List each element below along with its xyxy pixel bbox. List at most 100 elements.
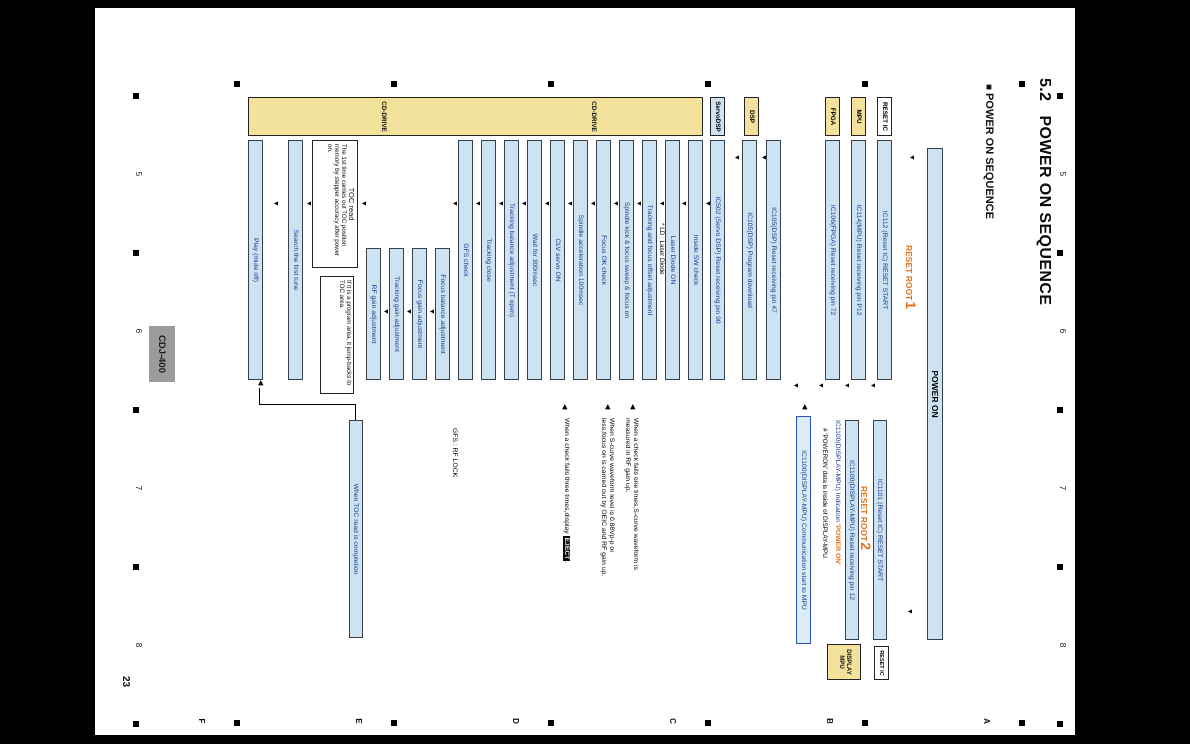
registration-mark	[1019, 81, 1025, 87]
block-title: ■ POWER ON SEQUENCE	[983, 84, 995, 219]
registration-mark	[548, 81, 554, 87]
note-communication-start: IC1100(DISPLAY-MPU) Communication start …	[796, 416, 811, 644]
note-check-fails-once: When a check fails one times,S-curve wav…	[623, 418, 639, 570]
flow-arrow-down-icon: ▼	[680, 200, 687, 207]
program-area-note: If it is a program area, it jump-backs t…	[337, 280, 352, 386]
eject-badge: EJECT	[563, 535, 570, 562]
registration-mark	[862, 81, 868, 87]
label-display-text: DISPLAY	[845, 649, 851, 675]
flow-arrow-down-icon: ▼	[612, 200, 619, 207]
label-cd-drive: CD-DRIVE	[590, 101, 597, 132]
bar-focus-ok-check: Focus OK check	[596, 140, 611, 380]
flow-arrow-down-icon: ▼	[566, 200, 573, 207]
note-line: When a check fails one times,S-curve wav…	[632, 418, 639, 570]
flow-arrow-left-icon: ◀	[257, 380, 264, 386]
model-name-tab: CDJ-400	[149, 326, 175, 382]
registration-mark	[1057, 721, 1063, 727]
bar-ic114: IC114(MPU) Reset receiving pin P12	[851, 140, 866, 380]
bar-inside-sw-check: Inside SW check	[688, 140, 703, 380]
bar-focus-gain-adj: Focus gain adjustment	[412, 248, 427, 380]
flow-arrow-down-icon: ▼	[589, 200, 596, 207]
registration-mark	[234, 81, 240, 87]
note-line: measured in RF gain up.	[624, 418, 631, 493]
registration-mark	[705, 720, 711, 726]
flow-arrow-down-icon: ▼	[704, 200, 711, 207]
registration-mark	[133, 721, 139, 727]
bar-focus-balance-adj: Focus balance adjustment	[435, 248, 450, 380]
bar-gfs-check: GFS check	[458, 140, 473, 380]
grid-number: 7	[134, 485, 143, 491]
flow-arrow-down-icon: ▼	[451, 200, 458, 207]
registration-mark	[133, 250, 139, 256]
flow-arrow-down-icon: ▼	[272, 200, 279, 207]
program-area-note-box: If it is a program area, it jump-backs t…	[320, 276, 354, 394]
bar-tracking-gain-adj: Tracking gain adjustment	[389, 248, 404, 380]
flow-arrow-down-icon: ▼	[474, 200, 481, 207]
bar-search-first-tune: Search the first tune	[288, 140, 303, 380]
bar-ic105-reset: IC105(DSP) Reset receiving pin 47	[766, 140, 781, 380]
bar-laser-diode-on: Laser Diode ON	[665, 140, 680, 380]
flow-arrow-left-icon: ◀	[801, 404, 808, 410]
note-line: When S-curve waveform level is 0.88Vp-p …	[608, 418, 615, 553]
square-bullet-icon: ■	[983, 84, 994, 91]
bar-tracking-balance: Tracking balance adjustment (T open)	[504, 140, 519, 380]
bar-play-mute-off: Play (mute off)	[248, 140, 263, 380]
registration-mark	[862, 720, 868, 726]
flow-arrow-down-icon: ▼	[658, 200, 665, 207]
flow-arrow-down-icon: ▼	[869, 382, 876, 389]
grid-letter: F	[197, 718, 206, 724]
flow-arrow-down-icon: ▼	[635, 200, 642, 207]
registration-mark	[133, 93, 139, 99]
label-reset-ic: RESET IC	[877, 97, 892, 136]
registration-mark	[1019, 720, 1025, 726]
flow-arrow-down-icon: ▼	[817, 382, 824, 389]
grid-number: 5	[134, 171, 143, 177]
flow-arrow-down-icon: ▼	[405, 308, 412, 315]
bar-ic1101: IC1101 (Reset IC) RESET START	[873, 420, 887, 640]
note-line: less,focus on is carried out by OEIC and…	[600, 418, 607, 577]
bar-clv-servo-on: CLV servo ON	[550, 140, 565, 380]
flow-arrow-down-icon: ▼	[382, 308, 389, 315]
registration-mark	[1057, 564, 1063, 570]
grid-number: 6	[134, 328, 143, 334]
bar-ic1100-reset: IC1100(DISPLAY-MPU) Reset receiving pin …	[845, 420, 859, 640]
section-title: POWER ON SEQUENCE	[1036, 115, 1053, 306]
reset-root-1-number: 1	[903, 301, 919, 310]
page-title: 5.2POWER ON SEQUENCE	[1035, 78, 1053, 305]
section-number: 5.2	[1036, 78, 1053, 102]
grid-number: 6	[1058, 328, 1067, 334]
note-poweron-data: # 'POWERON' data is inside of DISPLAY-MP…	[821, 428, 828, 560]
grid-number: 5	[1058, 171, 1067, 177]
label-cd-drive: CD-DRIVE	[380, 101, 387, 132]
bar-ic105-download: IC105(DSP) Program download	[742, 140, 757, 380]
reset-root-1: RESET ROOT1	[903, 245, 919, 309]
label-cd-drive-band	[248, 97, 703, 136]
note-indication-text: IC1100(DISPLAY-MPU) Indication	[834, 420, 841, 524]
flow-arrow-left-icon: ◀	[604, 404, 611, 410]
toc-read-title: TOC read	[347, 187, 356, 221]
flow-arrow-down-icon: ▼	[792, 382, 799, 389]
grid-letter: C	[668, 718, 677, 724]
bar-power-on: POWER ON	[927, 148, 943, 640]
registration-mark	[1057, 407, 1063, 413]
registration-mark	[391, 81, 397, 87]
block-title-text: POWER ON SEQUENCE	[983, 93, 995, 219]
flow-arrow-down-icon: ▼	[305, 200, 312, 207]
bar-tracking-close: Tracking close	[481, 140, 496, 380]
note-line: .	[563, 561, 570, 564]
reset-root-2-number: 2	[858, 542, 874, 551]
registration-mark	[133, 564, 139, 570]
registration-mark	[1057, 93, 1063, 99]
bar-spindle-acceleration: Spindle acceleration 100msec	[573, 140, 588, 380]
bar-spindle-kick: Spindle kick & focus sweep & focus on	[619, 140, 634, 380]
page-number: 23	[120, 676, 131, 688]
connector-line	[355, 404, 356, 420]
grid-letter: E	[354, 718, 363, 724]
label-reset-ic-2: RESET IC	[874, 646, 889, 680]
flow-arrow-left-icon: ◀	[629, 404, 636, 410]
bar-ic502: IC502 (Servo DSP) Reset receiving pin 90	[710, 140, 725, 380]
note-indication-highlight: 'POWER ON'	[834, 523, 841, 565]
